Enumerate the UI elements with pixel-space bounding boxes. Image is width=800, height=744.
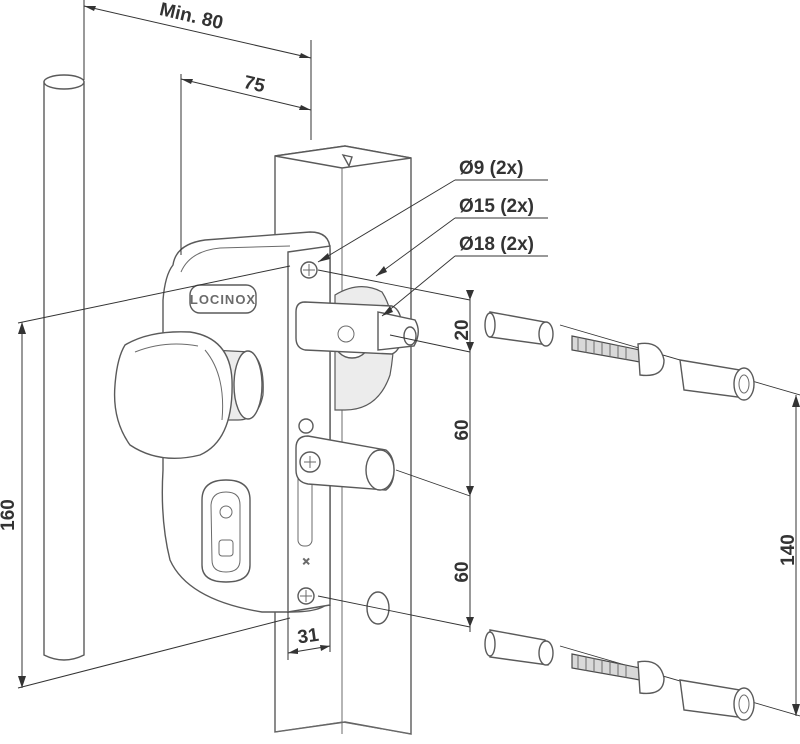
- label-60-lower: 60: [452, 561, 473, 582]
- lower-fasteners: [484, 629, 755, 721]
- faceplate: ✕: [287, 245, 331, 613]
- upper-fasteners: [484, 311, 755, 401]
- label-60-upper: 60: [452, 419, 473, 440]
- label-hole-18: Ø18 (2x): [459, 234, 534, 255]
- label-hole-15: Ø15 (2x): [459, 196, 534, 217]
- dimension-min80: Min. 80: [83, 0, 312, 140]
- callout-hole-9: Ø9 (2x): [317, 158, 548, 263]
- brand-label: LOCINOX: [190, 292, 256, 307]
- dimension-140: 140: [778, 395, 800, 716]
- label-140: 140: [778, 534, 799, 566]
- mounting-lines: [317, 269, 800, 717]
- label-75: 75: [242, 72, 268, 97]
- dimension-75: 75: [180, 72, 312, 255]
- key-cylinder: [201, 479, 251, 583]
- label-min80: Min. 80: [157, 0, 224, 34]
- latch-mechanism: [295, 286, 419, 411]
- label-20: 20: [452, 319, 473, 340]
- dimension-column: 20 60 60: [452, 290, 474, 632]
- dimension-31: 31: [287, 605, 331, 660]
- lock-housing: LOCINOX ✕: [113, 231, 419, 613]
- label-hole-9: Ø9 (2x): [459, 158, 523, 179]
- brand-plate: [189, 284, 257, 314]
- svg-text:✕: ✕: [302, 557, 310, 568]
- callout-hole-18: Ø18 (2x): [381, 234, 548, 317]
- gate-post: [43, 74, 85, 661]
- label-160: 160: [0, 499, 19, 531]
- bolt: [295, 435, 395, 491]
- callout-hole-15: Ø15 (2x): [375, 196, 548, 277]
- knob: [113, 331, 264, 460]
- label-31: 31: [296, 625, 320, 649]
- dimension-160: 160: [0, 265, 291, 689]
